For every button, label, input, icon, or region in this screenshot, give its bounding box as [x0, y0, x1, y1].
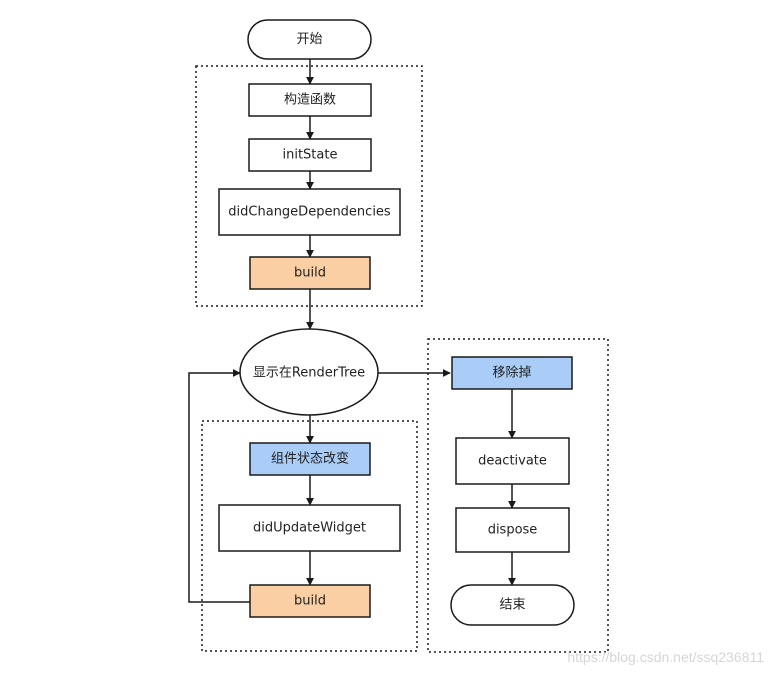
node-didupdatewidget: didUpdateWidget — [218, 504, 401, 552]
node-rendertree-shape — [239, 328, 379, 416]
node-end-label: 结束 — [499, 598, 525, 613]
node-deactivate-label: deactivate — [478, 454, 547, 469]
remove-group-border — [427, 338, 609, 653]
node-didupdatewidget-shape — [218, 504, 401, 552]
node-deactivate: deactivate — [455, 437, 570, 485]
node-build-update-shape — [249, 584, 371, 618]
node-removed: 移除掉 — [451, 356, 573, 390]
node-didchangedependencies: didChangeDependencies — [218, 188, 401, 236]
node-deactivate-shape — [455, 437, 570, 485]
node-initstate-shape — [248, 138, 372, 172]
node-start-label: 开始 — [296, 32, 322, 47]
node-dispose-shape — [455, 507, 570, 553]
node-state-changed-shape — [249, 442, 371, 476]
node-build-initial-label: build — [294, 266, 326, 281]
node-build-update: build — [249, 584, 371, 618]
watermark: https://blog.csdn.net/ssq236811 — [567, 649, 764, 665]
node-rendertree-label: 显示在RenderTree — [253, 366, 365, 381]
node-didchangedependencies-label: didChangeDependencies — [228, 205, 391, 220]
node-build-update-label: build — [294, 594, 326, 609]
node-state-changed-label: 组件状态改变 — [271, 451, 349, 467]
node-removed-shape — [451, 356, 573, 390]
node-initstate-label: initState — [283, 148, 338, 163]
node-removed-label: 移除掉 — [492, 366, 531, 381]
node-initstate: initState — [248, 138, 372, 172]
node-didchangedependencies-shape — [218, 188, 401, 236]
node-end: 结束 — [450, 584, 575, 626]
init-group-border — [195, 65, 423, 307]
update-group-border — [201, 420, 418, 652]
node-end-shape — [450, 584, 575, 626]
node-constructor-shape — [248, 83, 372, 117]
node-dispose-label: dispose — [488, 523, 538, 538]
node-didupdatewidget-label: didUpdateWidget — [253, 521, 366, 536]
node-state-changed: 组件状态改变 — [249, 442, 371, 476]
arrow-build-loop-to-rendertree — [188, 369, 250, 603]
node-constructor: 构造函数 — [248, 83, 372, 117]
node-start-shape — [247, 19, 372, 60]
node-build-initial-shape — [249, 256, 371, 290]
node-constructor-label: 构造函数 — [284, 93, 336, 108]
node-rendertree: 显示在RenderTree — [239, 328, 379, 416]
node-build-initial: build — [249, 256, 371, 290]
node-start: 开始 — [247, 19, 372, 60]
node-dispose: dispose — [455, 507, 570, 553]
